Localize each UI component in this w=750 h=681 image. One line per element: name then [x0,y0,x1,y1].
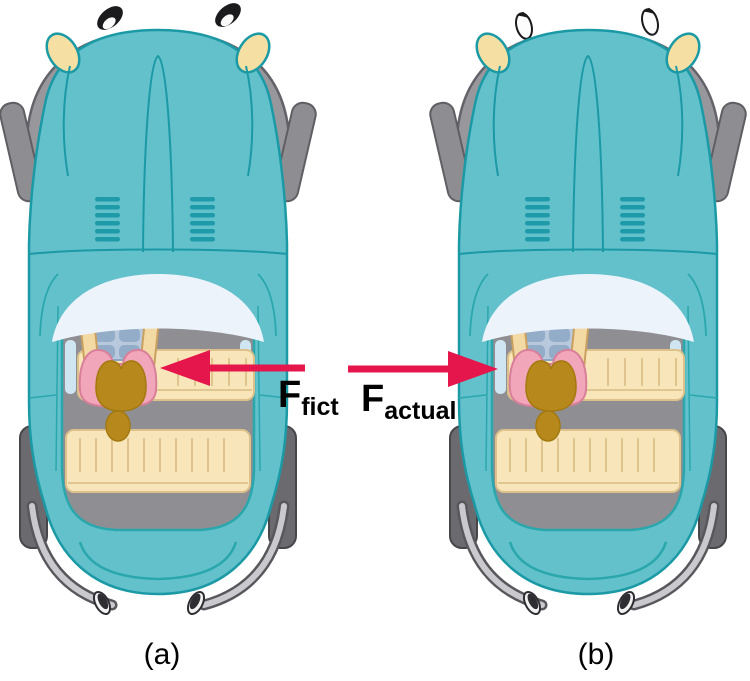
front-wheel-left-b [515,11,533,40]
front-wheel-left-a [97,6,123,30]
car-b [428,28,748,617]
caption-a: (a) [143,638,181,671]
front-wheel-right-b [641,7,659,36]
actual-force-arrow [348,351,498,387]
front-wheel-right-a [215,3,241,27]
force-fict-symbol: F [278,374,302,416]
car-a [0,28,318,617]
force-fict-label: Ffict [278,374,339,420]
fictitious-force-arrow [160,350,305,386]
force-actual-symbol: F [361,378,385,420]
force-actual-subscript: actual [384,397,457,425]
force-fict-subscript: fict [301,393,339,421]
caption-b: (b) [577,638,615,671]
force-actual-label: Factual [361,378,456,424]
